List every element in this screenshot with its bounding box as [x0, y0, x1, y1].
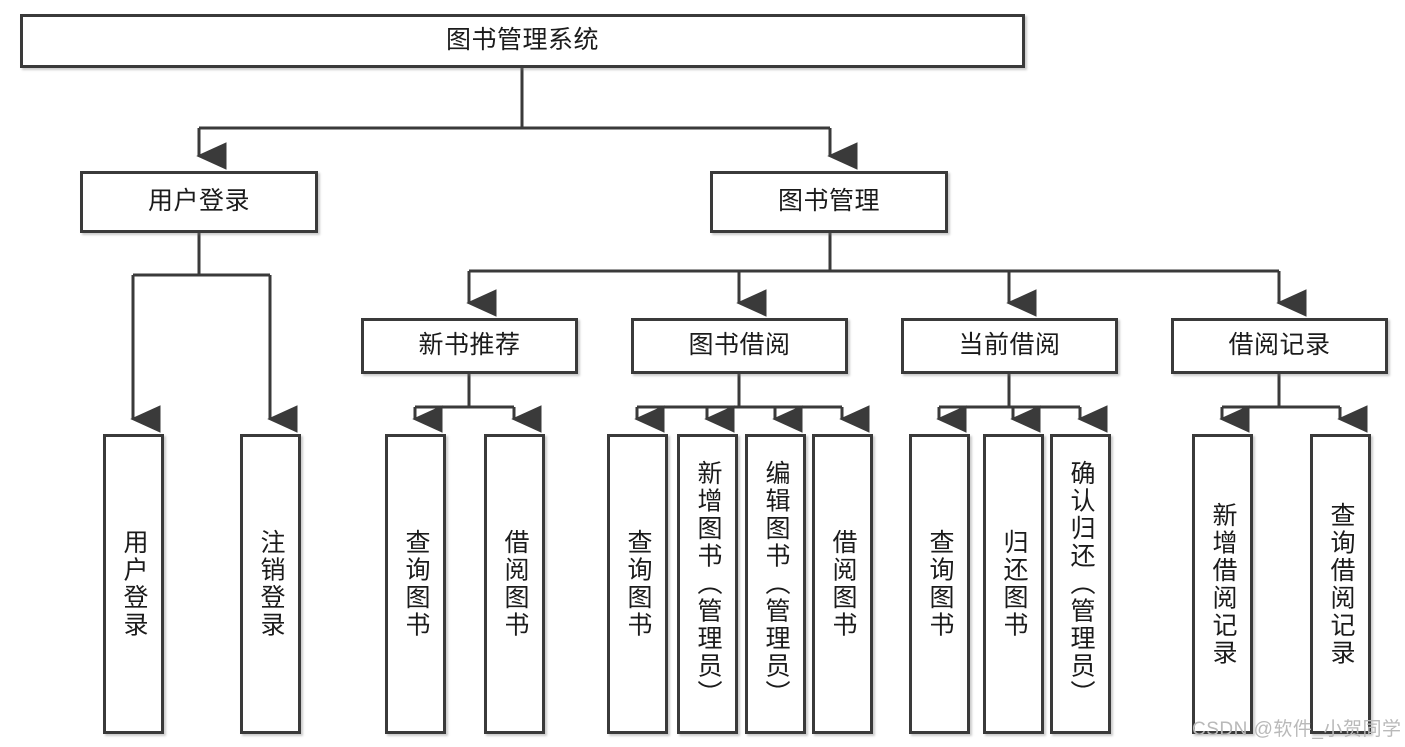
leaf-user-login[interactable]: 用户登录	[103, 434, 164, 734]
leaf-query-book-borrow-label: 查询图书	[624, 529, 652, 639]
leaf-borrow-book-recommend[interactable]: 借阅图书	[484, 434, 545, 734]
node-user-login-label: 用户登录	[147, 187, 250, 216]
node-root[interactable]: 图书管理系统	[20, 14, 1025, 68]
node-book-borrow-label: 图书借阅	[688, 331, 791, 360]
leaf-query-book-borrow[interactable]: 查询图书	[607, 434, 668, 734]
leaf-confirm-return[interactable]: 确认归还（管理员）	[1050, 434, 1111, 734]
leaf-add-borrow-record[interactable]: 新增借阅记录	[1192, 434, 1253, 734]
node-book-manage-label: 图书管理	[777, 187, 880, 216]
node-current-borrow-label: 当前借阅	[958, 331, 1061, 360]
node-root-label: 图书管理系统	[445, 26, 599, 55]
node-current-borrow[interactable]: 当前借阅	[901, 318, 1118, 374]
leaf-return-book-label: 归还图书	[1000, 529, 1028, 639]
leaf-borrow-book-label: 借阅图书	[829, 529, 857, 639]
node-borrow-record[interactable]: 借阅记录	[1171, 318, 1388, 374]
leaf-add-book[interactable]: 新增图书（管理员）	[677, 434, 738, 734]
leaf-query-book-recommend-label: 查询图书	[402, 529, 430, 639]
leaf-confirm-return-label: 确认归还（管理员）	[1067, 460, 1095, 708]
leaf-borrow-book[interactable]: 借阅图书	[812, 434, 873, 734]
node-borrow-record-label: 借阅记录	[1228, 331, 1331, 360]
leaf-user-logout-label: 注销登录	[257, 529, 285, 639]
leaf-add-book-label: 新增图书（管理员）	[694, 460, 722, 708]
leaf-user-login-label: 用户登录	[120, 529, 148, 639]
leaf-edit-book-label: 编辑图书（管理员）	[762, 460, 790, 708]
leaf-query-book-current[interactable]: 查询图书	[909, 434, 970, 734]
node-new-book-recommend[interactable]: 新书推荐	[361, 318, 578, 374]
node-user-login[interactable]: 用户登录	[80, 171, 318, 233]
leaf-query-borrow-record[interactable]: 查询借阅记录	[1310, 434, 1371, 734]
leaf-query-book-current-label: 查询图书	[926, 529, 954, 639]
csdn-watermark: CSDN @软件_小贺同学	[1192, 719, 1402, 740]
node-new-book-recommend-label: 新书推荐	[418, 331, 521, 360]
leaf-user-logout[interactable]: 注销登录	[240, 434, 301, 734]
leaf-add-borrow-record-label: 新增借阅记录	[1209, 501, 1237, 667]
leaf-edit-book[interactable]: 编辑图书（管理员）	[745, 434, 806, 734]
node-book-manage[interactable]: 图书管理	[710, 171, 948, 233]
leaf-borrow-book-recommend-label: 借阅图书	[501, 529, 529, 639]
node-book-borrow[interactable]: 图书借阅	[631, 318, 848, 374]
leaf-query-book-recommend[interactable]: 查询图书	[385, 434, 446, 734]
leaf-return-book[interactable]: 归还图书	[983, 434, 1044, 734]
leaf-query-borrow-record-label: 查询借阅记录	[1327, 501, 1355, 667]
